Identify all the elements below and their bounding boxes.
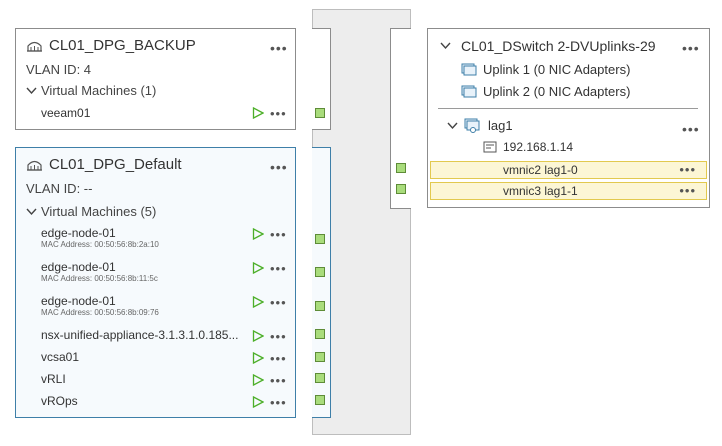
vm-mac-address: MAC Address: 00:50:56:8b:11:5c (41, 274, 158, 283)
vm-row[interactable]: vcsa01 ••• (41, 350, 286, 368)
power-on-icon[interactable] (252, 396, 264, 408)
more-actions-icon[interactable]: ••• (270, 40, 288, 56)
vm-section-toggle[interactable]: Virtual Machines (5) (26, 204, 156, 219)
power-on-icon[interactable] (252, 228, 264, 240)
switch-portgroup-strip-top (312, 28, 331, 130)
host-ip: 192.168.1.14 (503, 140, 574, 154)
port-default-vm3[interactable] (315, 301, 325, 311)
vm-name: edge-node-01 (41, 226, 116, 240)
vm-name: vRLI (41, 372, 66, 386)
uplink-portgroup-toggle[interactable]: CL01_DSwitch 2-DVUplinks-29 (440, 38, 656, 54)
vm-section-toggle[interactable]: Virtual Machines (1) (26, 83, 156, 98)
portgroup-name: CL01_DPG_BACKUP (49, 37, 196, 54)
power-on-icon[interactable] (252, 296, 264, 308)
uplink-label: Uplink 2 (0 NIC Adapters) (483, 84, 631, 99)
vm-name: veeam01 (41, 106, 91, 120)
port-uplink-vmnic3[interactable] (396, 184, 406, 194)
uplink-portgroup-title: CL01_DSwitch 2-DVUplinks-29 (461, 38, 656, 54)
vm-more-actions-icon[interactable]: ••• (270, 295, 287, 310)
power-on-icon[interactable] (252, 107, 264, 119)
host-icon (483, 141, 497, 152)
port-backup-veeam01[interactable] (315, 108, 325, 118)
lag-toggle[interactable]: lag1 (447, 118, 513, 133)
vm-name: vROps (41, 394, 78, 408)
uplink-icon (461, 63, 477, 76)
vm-mac-address: MAC Address: 00:50:56:8b:2a:10 (41, 240, 159, 249)
lag-label: lag1 (488, 118, 513, 133)
vm-row[interactable]: edge-node-01 MAC Address: 00:50:56:8b:2a… (41, 226, 286, 254)
vm-section-label: Virtual Machines (1) (41, 83, 157, 98)
vm-row[interactable]: vRLI ••• (41, 372, 286, 390)
uplink-icon (461, 85, 477, 98)
uplink-label: Uplink 1 (0 NIC Adapters) (483, 62, 631, 77)
chevron-down-icon (447, 122, 458, 129)
vm-row[interactable]: vROps ••• (41, 394, 286, 412)
power-on-icon[interactable] (252, 330, 264, 342)
vm-name: edge-node-01 (41, 294, 116, 308)
vm-row[interactable]: edge-node-01 MAC Address: 00:50:56:8b:11… (41, 260, 286, 288)
port-default-vm5[interactable] (315, 352, 325, 362)
vm-name: vcsa01 (41, 350, 80, 364)
portgroup-card-backup[interactable]: CL01_DPG_BACKUP ••• VLAN ID: 4 Virtual M… (15, 28, 296, 130)
power-on-icon[interactable] (252, 374, 264, 386)
portgroup-title-default: CL01_DPG_Default (26, 156, 182, 173)
vmnic-row-vmnic2[interactable]: vmnic2 lag1-0 ••• (430, 161, 707, 179)
vm-more-actions-icon[interactable]: ••• (270, 227, 287, 242)
chevron-down-icon (26, 87, 37, 94)
port-default-vm1[interactable] (315, 234, 325, 244)
host-row[interactable]: 192.168.1.14 (483, 140, 573, 154)
vmnic-label: vmnic3 lag1-1 (503, 184, 578, 198)
vlan-id: VLAN ID: 4 (26, 62, 92, 77)
vm-more-actions-icon[interactable]: ••• (270, 261, 287, 276)
vm-mac-address: MAC Address: 00:50:56:8b:09:76 (41, 308, 159, 317)
portgroup-name: CL01_DPG_Default (49, 156, 182, 173)
vm-name: edge-node-01 (41, 260, 116, 274)
uplink-2[interactable]: Uplink 2 (0 NIC Adapters) (461, 84, 630, 99)
more-actions-icon[interactable]: ••• (682, 40, 700, 56)
vm-more-actions-icon[interactable]: ••• (270, 395, 287, 410)
switch-uplink-strip (390, 28, 411, 209)
switch-portgroup-strip-bottom (312, 147, 331, 418)
vmnic-row-vmnic3[interactable]: vmnic3 lag1-1 ••• (430, 182, 707, 200)
more-actions-icon[interactable]: ••• (270, 159, 288, 175)
vm-more-actions-icon[interactable]: ••• (270, 373, 287, 388)
port-uplink-vmnic2[interactable] (396, 163, 406, 173)
vm-more-actions-icon[interactable]: ••• (270, 329, 287, 344)
vm-more-actions-icon[interactable]: ••• (270, 351, 287, 366)
power-on-icon[interactable] (252, 352, 264, 364)
vm-row[interactable]: veeam01 ••• (41, 105, 286, 133)
port-default-vm4[interactable] (315, 329, 325, 339)
uplink-1[interactable]: Uplink 1 (0 NIC Adapters) (461, 62, 630, 77)
lag-more-actions-icon[interactable]: ••• (682, 121, 700, 137)
portgroup-title-backup: CL01_DPG_BACKUP (26, 37, 196, 54)
vmnic-more-actions-icon[interactable]: ••• (679, 162, 696, 177)
vlan-id: VLAN ID: -- (26, 181, 93, 196)
vm-more-actions-icon[interactable]: ••• (270, 106, 287, 121)
vm-row[interactable]: nsx-unified-appliance-3.1.3.1.0.185... •… (41, 328, 286, 346)
chevron-down-icon (440, 42, 451, 50)
portgroup-icon (27, 160, 42, 171)
port-default-vm2[interactable] (315, 267, 325, 277)
portgroup-card-default[interactable]: CL01_DPG_Default ••• VLAN ID: -- Virtual… (15, 147, 296, 418)
lag-icon (464, 118, 480, 133)
port-default-vm7[interactable] (315, 395, 325, 405)
vm-section-label: Virtual Machines (5) (41, 204, 157, 219)
vmnic-more-actions-icon[interactable]: ••• (679, 183, 696, 198)
chevron-down-icon (26, 208, 37, 215)
vmnic-label: vmnic2 lag1-0 (503, 163, 578, 177)
divider (438, 108, 698, 109)
vm-name: nsx-unified-appliance-3.1.3.1.0.185... (41, 328, 239, 342)
vm-row[interactable]: edge-node-01 MAC Address: 00:50:56:8b:09… (41, 294, 286, 322)
portgroup-icon (27, 41, 42, 52)
uplink-portgroup-card[interactable]: CL01_DSwitch 2-DVUplinks-29 ••• Uplink 1… (427, 28, 710, 208)
power-on-icon[interactable] (252, 262, 264, 274)
port-default-vm6[interactable] (315, 373, 325, 383)
